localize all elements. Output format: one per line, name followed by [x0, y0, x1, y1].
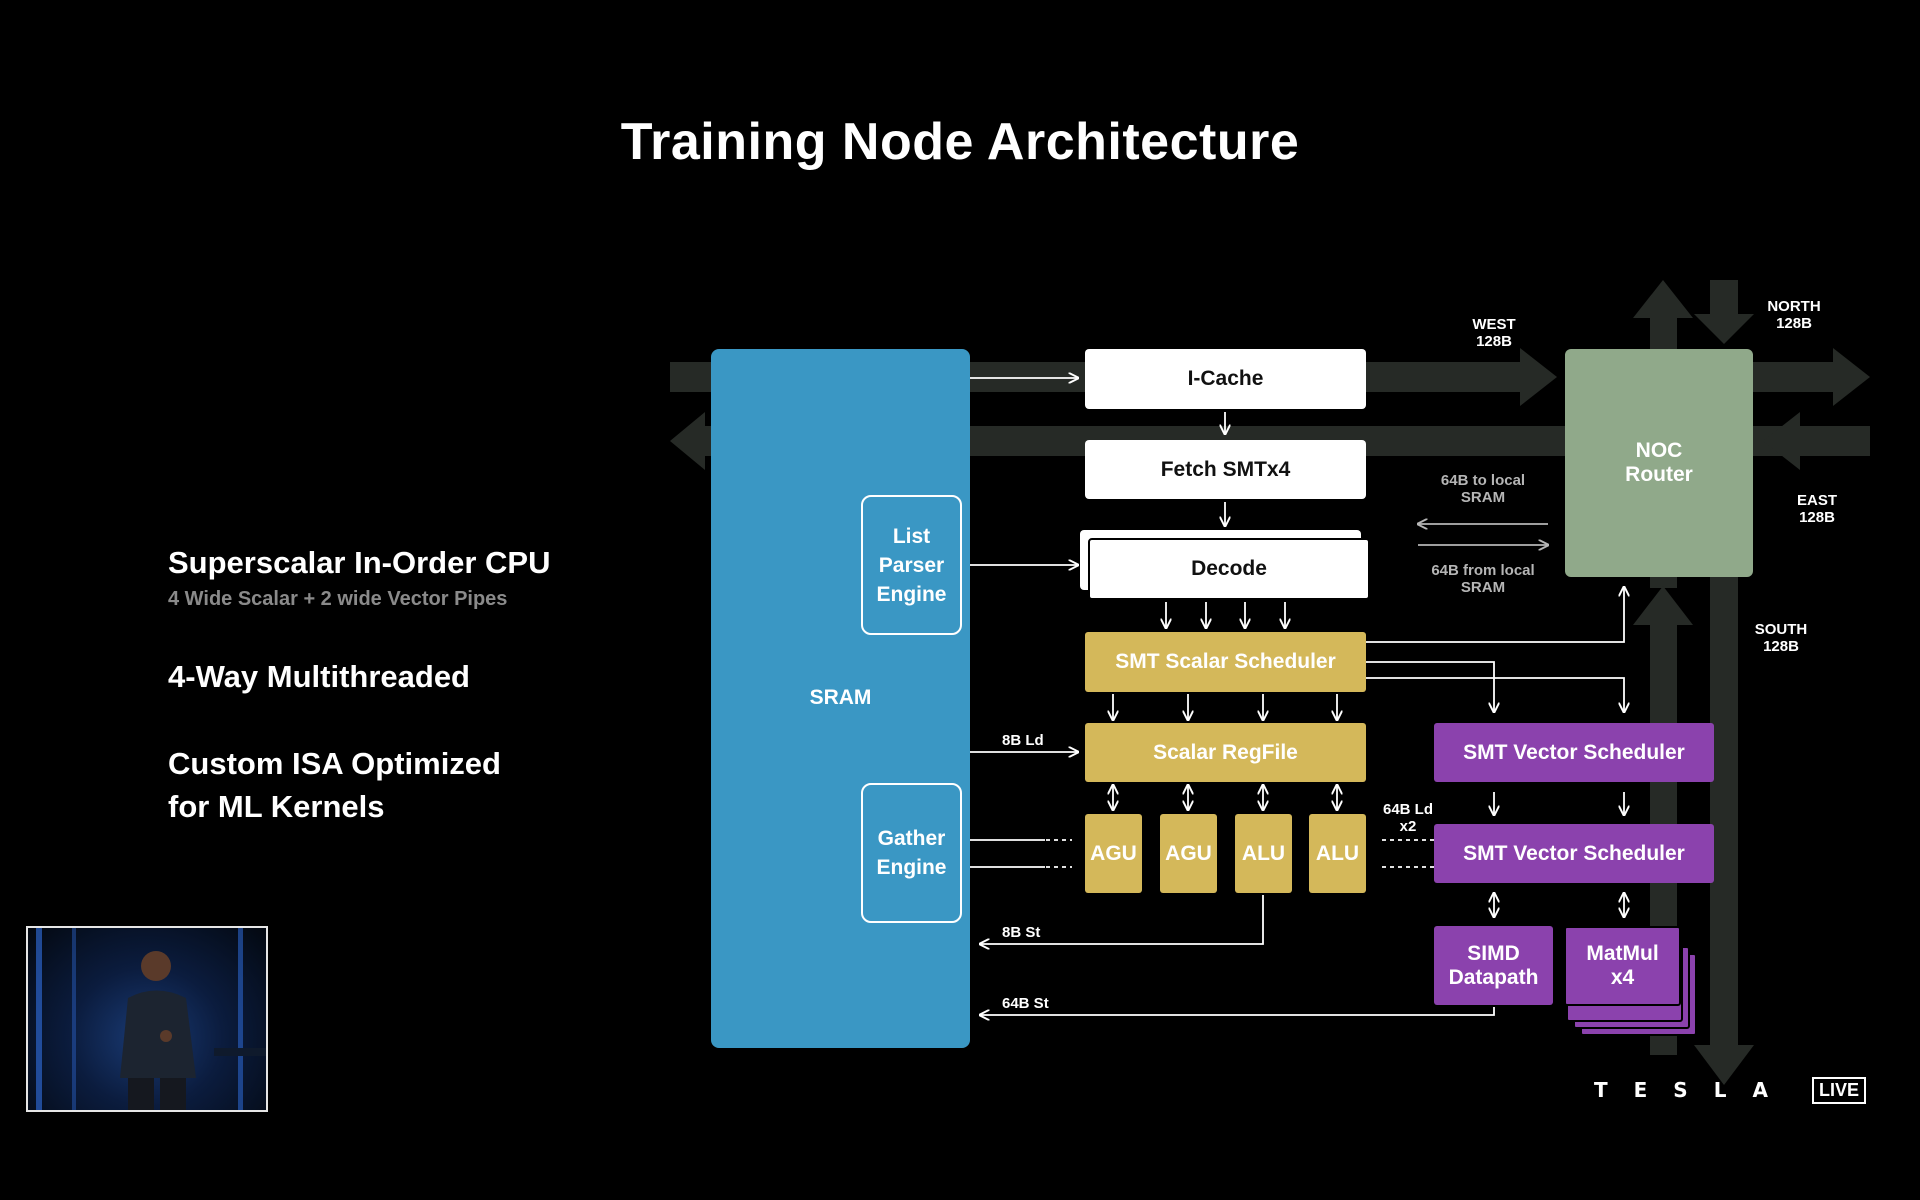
gather-engine: Gather Engine — [861, 783, 962, 923]
feature-isa-line1: Custom ISA Optimized — [168, 746, 501, 781]
feature-multithreaded: 4-Way Multithreaded — [168, 659, 470, 694]
north-label-line2: 128B — [1776, 315, 1812, 332]
gather-line1: Gather — [877, 827, 946, 850]
live-badge: LIVE — [1812, 1077, 1867, 1104]
east-label-line1: EAST — [1796, 492, 1837, 509]
east-label-line2: 128B — [1799, 509, 1835, 526]
south-label-line1: SOUTH — [1754, 621, 1808, 638]
smt-vector-scheduler-1: SMT Vector Scheduler — [1434, 723, 1714, 782]
agu-unit-2: AGU — [1160, 814, 1217, 893]
list-parser-line1: List — [892, 524, 931, 548]
sram-label: SRAM — [809, 686, 872, 709]
ld8-label: 8B Ld — [1002, 732, 1044, 749]
alu-unit-1: ALU — [1235, 814, 1292, 893]
west-label-line2: 128B — [1476, 333, 1512, 350]
speaker-figure — [36, 928, 266, 1110]
noc-router: NOC Router — [1565, 349, 1753, 577]
noc-line2: Router — [1625, 463, 1693, 486]
st8-label: 8B St — [1002, 924, 1041, 941]
matmul-line1: MatMul — [1586, 942, 1659, 965]
north-label: NORTH 128B — [1755, 298, 1833, 332]
from-local-line2: SRAM — [1460, 579, 1506, 596]
list-parser-engine: List Parser Engine — [861, 495, 962, 635]
simd-line1: SIMD — [1467, 941, 1520, 965]
alu-unit-2: ALU — [1309, 814, 1366, 893]
tesla-logo: TESLA — [1594, 1078, 1794, 1102]
feature-cpu-sub: 4 Wide Scalar + 2 wide Vector Pipes — [168, 588, 508, 610]
fetch-block: Fetch SMTx4 — [1085, 440, 1366, 499]
matmul-block: MatMul x4 — [1564, 926, 1681, 1006]
page-title: Training Node Architecture — [620, 113, 1300, 171]
decode-block: Decode — [1088, 538, 1370, 600]
scalar-regfile: Scalar RegFile — [1085, 723, 1366, 782]
to-local-line2: SRAM — [1460, 489, 1506, 506]
sram-block: SRAM — [711, 349, 970, 1048]
south-label: SOUTH 128B — [1742, 621, 1820, 655]
south-label-line2: 128B — [1763, 638, 1799, 655]
icache-block: I-Cache — [1085, 349, 1366, 409]
smt-scalar-scheduler: SMT Scalar Scheduler — [1085, 632, 1366, 692]
ld64-line1: 64B Ld — [1382, 801, 1433, 818]
matmul-line2: x4 — [1610, 966, 1635, 989]
speaker-video-inset — [26, 926, 268, 1112]
list-parser-line2: Parser — [878, 553, 945, 577]
simd-datapath: SIMD Datapath — [1434, 926, 1553, 1005]
list-parser-line3: Engine — [876, 582, 947, 606]
feature-cpu-heading: Superscalar In-Order CPU — [168, 545, 551, 580]
st64-label: 64B St — [1002, 995, 1049, 1012]
smt-vector-scheduler-2: SMT Vector Scheduler — [1434, 824, 1714, 883]
ld64-line2: x2 — [1399, 818, 1417, 835]
to-local-line1: 64B to local — [1440, 472, 1526, 489]
agu-unit-1: AGU — [1085, 814, 1142, 893]
north-label-line1: NORTH — [1767, 298, 1821, 315]
from-local-line1: 64B from local — [1431, 562, 1535, 579]
from-local-sram-label: 64B from local SRAM — [1418, 562, 1548, 596]
to-local-sram-label: 64B to local SRAM — [1418, 472, 1548, 506]
noc-line1: NOC — [1635, 439, 1683, 462]
west-label-line1: WEST — [1472, 316, 1516, 333]
feature-isa-line2: for ML Kernels — [168, 789, 385, 824]
east-label: EAST 128B — [1778, 492, 1856, 526]
simd-line2: Datapath — [1448, 965, 1539, 989]
ld64-label: 64B Ld x2 — [1372, 801, 1444, 835]
west-label: WEST 128B — [1455, 316, 1533, 350]
gather-line2: Engine — [876, 856, 947, 879]
